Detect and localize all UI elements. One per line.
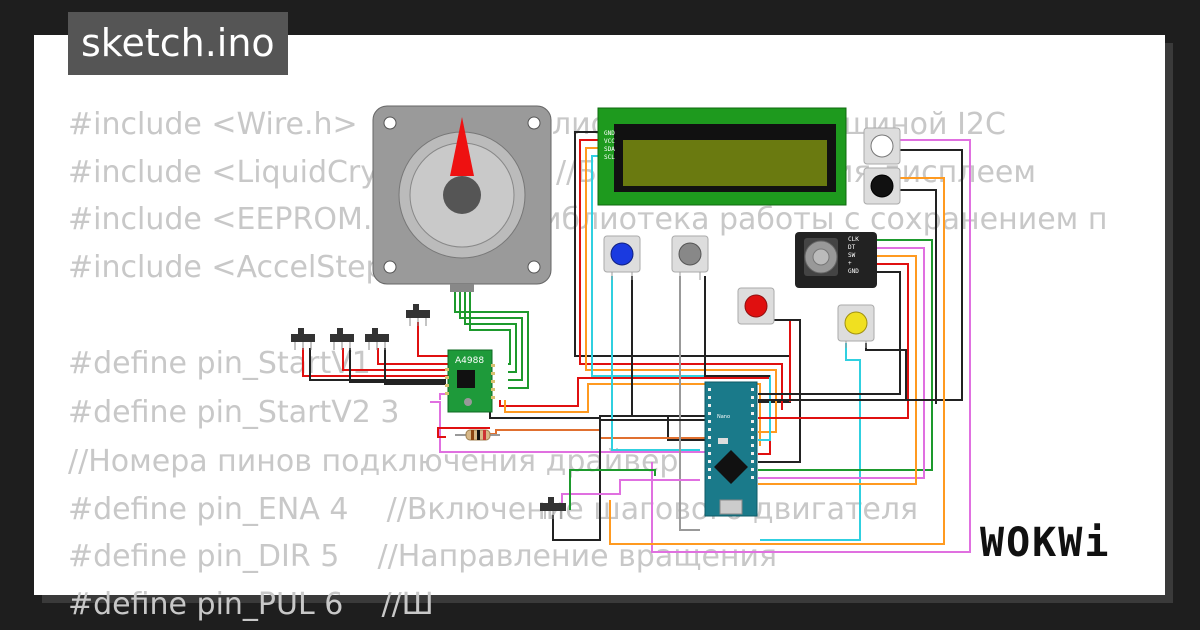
- encoder-pin-label: GND: [848, 268, 859, 275]
- code-line: #define pin_StartV2 3: [68, 395, 400, 430]
- red-button[interactable]: [737, 287, 775, 325]
- lcd-pin-label: SCL: [604, 154, 615, 161]
- gray-button[interactable]: [671, 235, 709, 280]
- slide-switch[interactable]: [540, 497, 566, 519]
- slide-switches[interactable]: [291, 304, 566, 519]
- slide-switch[interactable]: [365, 328, 389, 350]
- slide-switch[interactable]: [291, 328, 315, 350]
- driver-label: A4988: [455, 356, 484, 366]
- arduino-nano[interactable]: Nano: [704, 381, 758, 517]
- wires: [302, 131, 971, 553]
- slide-switch[interactable]: [330, 328, 354, 350]
- lcd-pin-label: GND: [604, 130, 615, 137]
- yellow-button[interactable]: [837, 304, 875, 348]
- encoder-pin-label: CLK: [848, 236, 859, 243]
- white-button[interactable]: [863, 127, 901, 165]
- wokwi-logo[interactable]: WOKWi: [980, 520, 1111, 566]
- slide-switch[interactable]: [406, 304, 430, 326]
- lcd-display[interactable]: GND VCC SDA SCL: [597, 107, 847, 206]
- black-button[interactable]: [863, 167, 901, 205]
- encoder-pin-label: +: [848, 260, 852, 267]
- encoder-pin-label: SW: [848, 252, 856, 259]
- resistor[interactable]: [455, 429, 500, 441]
- nano-label: Nano: [717, 414, 730, 420]
- pushbuttons[interactable]: [603, 127, 901, 348]
- code-line: #include <EEPROM.h: [68, 202, 392, 237]
- rotary-encoder[interactable]: CLK DT SW + GND: [795, 232, 877, 288]
- code-line: //Номера пинов подключения драйвер: [68, 444, 679, 479]
- code-line: #include <Wire.h>: [68, 107, 358, 142]
- code-line: #define pin_StartV1: [68, 346, 371, 381]
- encoder-pin-label: DT: [848, 244, 856, 251]
- lcd-pin-label: SDA: [604, 146, 615, 153]
- project-title[interactable]: sketch.ino: [68, 12, 288, 75]
- stepper-motor[interactable]: [372, 105, 552, 292]
- code-line: #include <LiquidCrys: [68, 155, 394, 190]
- code-line-fragment: иблиотека работы с сохранением п: [542, 202, 1108, 237]
- wokwi-logo-box: [972, 510, 1150, 592]
- code-line: #include <AccelStepp: [68, 250, 404, 285]
- lcd-pin-label: VCC: [604, 138, 615, 145]
- blue-button[interactable]: [603, 235, 641, 280]
- a4988-driver[interactable]: A4988: [445, 349, 495, 413]
- code-line: #define pin_ENA 4 //Включение шагового д…: [68, 492, 919, 527]
- motor-pointer-icon: [450, 117, 474, 176]
